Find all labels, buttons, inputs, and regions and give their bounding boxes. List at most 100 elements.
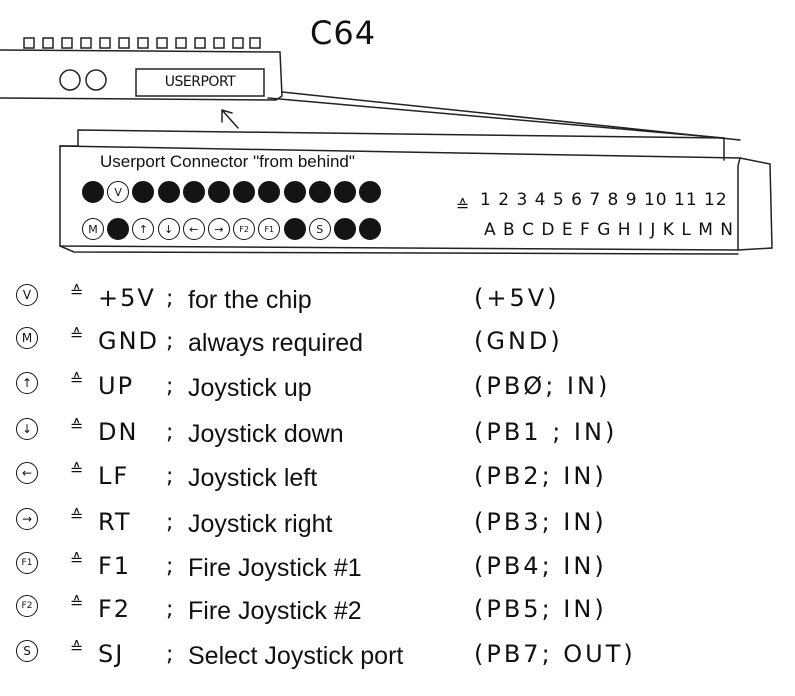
- legend-row: → ≙ RT; Joystick right (PB3; IN): [0, 504, 795, 544]
- equiv-sign-numbers: ≙: [456, 196, 470, 215]
- legend-abbr: RT: [98, 508, 132, 536]
- legend-symbol-icon: →: [16, 508, 38, 530]
- round-port-2: [85, 69, 107, 91]
- legend-equiv: ≙: [70, 506, 84, 525]
- legend-semicolon: ;: [166, 374, 174, 399]
- bottom-pin-12: [359, 218, 382, 240]
- c64-case: [0, 49, 283, 101]
- connector-caption: Userport Connector "from behind": [100, 152, 355, 171]
- legend-semicolon: ;: [166, 286, 174, 311]
- pointer-arrow: [221, 109, 239, 129]
- legend-symbol-icon: S: [16, 640, 38, 662]
- top-pin-7: [233, 181, 256, 203]
- legend-abbr: UP: [98, 372, 135, 400]
- bottom-pin-1: M: [82, 218, 104, 240]
- legend-equiv: ≙: [70, 325, 84, 344]
- legend-semicolon: ;: [166, 554, 174, 579]
- bottom-pin-4: ↓: [157, 218, 180, 240]
- legend-semicolon: ;: [166, 420, 174, 445]
- legend-semicolon: ;: [166, 329, 174, 354]
- legend-description: always required: [188, 329, 364, 357]
- legend-equiv: ≙: [70, 550, 84, 569]
- top-pin-5: [182, 181, 205, 203]
- top-pin-10: [308, 181, 331, 203]
- legend-symbol-icon: ↑: [16, 372, 38, 394]
- bottom-pin-3: ↑: [132, 218, 155, 240]
- legend-row: S ≙ SJ; Select Joystick port (PB7; OUT): [0, 636, 795, 676]
- legend-symbol-icon: F2: [16, 595, 38, 617]
- legend-semicolon: ;: [166, 597, 174, 622]
- legend-description: Fire Joystick #1: [188, 554, 362, 582]
- bottom-pin-9: [283, 218, 306, 240]
- legend-description: Fire Joystick #2: [188, 597, 362, 625]
- legend-description: Joystick down: [188, 420, 344, 448]
- legend-row: F1 ≙ F1; Fire Joystick #1 (PB4; IN): [0, 548, 795, 588]
- bottom-pin-11: [333, 218, 356, 240]
- legend-port: (PB4; IN): [474, 552, 607, 580]
- legend-semicolon: ;: [166, 642, 174, 667]
- top-pin-3: [132, 181, 155, 203]
- legend-equiv: ≙: [70, 370, 84, 389]
- legend-description: for the chip: [188, 286, 312, 314]
- pin-numbers: 1 2 3 4 5 6 7 8 9 10 11 12: [480, 190, 728, 210]
- legend-symbol-icon: M: [16, 327, 38, 349]
- legend-port: (GND): [474, 327, 563, 355]
- legend-equiv: ≙: [70, 282, 84, 301]
- legend-equiv: ≙: [70, 460, 84, 479]
- legend-port: (PB5; IN): [474, 595, 607, 623]
- legend-equiv: ≙: [70, 638, 84, 657]
- userport-label: USERPORT: [164, 74, 236, 90]
- bottom-pin-8: F1: [258, 218, 281, 240]
- legend-port: (+5V): [474, 284, 560, 312]
- legend-port: (PBØ; IN): [474, 372, 611, 400]
- legend-row: F2 ≙ F2; Fire Joystick #2 (PB5; IN): [0, 591, 795, 631]
- legend-semicolon: ;: [166, 464, 174, 489]
- bottom-pin-10: S: [308, 218, 331, 240]
- legend-row: ↓ ≙ DN; Joystick down (PB1 ; IN): [0, 414, 795, 454]
- legend-row: ← ≙ LF; Joystick left (PB2; IN): [0, 458, 795, 498]
- bottom-pin-6: →: [207, 218, 230, 240]
- legend-row: M ≙ GND; always required (GND): [0, 323, 795, 363]
- pin-row-top: V: [82, 181, 384, 203]
- userport-box: [135, 68, 265, 97]
- bottom-pin-7: F2: [233, 218, 256, 240]
- title-c64: C64: [310, 14, 377, 52]
- legend-abbr: GND: [98, 327, 160, 355]
- top-pin-2: V: [107, 181, 130, 203]
- legend-equiv: ≙: [70, 593, 84, 612]
- top-pin-9: [283, 181, 306, 203]
- legend-description: Joystick up: [188, 374, 312, 402]
- legend-symbol-icon: ←: [16, 462, 38, 484]
- legend-abbr: +5V: [98, 284, 156, 312]
- pin-letters: A B C D E F G H I J K L M N: [484, 220, 735, 240]
- legend-symbol-icon: V: [16, 284, 38, 306]
- legend-description: Joystick right: [188, 510, 333, 538]
- legend-port: (PB3; IN): [474, 508, 607, 536]
- legend-row: V ≙ +5V; for the chip (+5V): [0, 280, 795, 320]
- legend-port: (PB2; IN): [474, 462, 607, 490]
- bottom-pin-5: ←: [182, 218, 205, 240]
- legend-abbr: DN: [98, 418, 139, 446]
- legend-symbol-icon: ↓: [16, 418, 38, 440]
- top-pin-8: [258, 181, 281, 203]
- c64-keys: [23, 37, 261, 49]
- legend-semicolon: ;: [166, 510, 174, 535]
- legend-abbr: SJ: [98, 640, 125, 668]
- legend-row: ↑ ≙ UP; Joystick up (PBØ; IN): [0, 368, 795, 408]
- legend-port: (PB7; OUT): [474, 640, 636, 668]
- legend-symbol-icon: F1: [16, 552, 38, 574]
- legend-abbr: F2: [98, 595, 132, 623]
- legend-abbr: F1: [98, 552, 132, 580]
- legend-abbr: LF: [98, 462, 130, 490]
- top-pin-1: [82, 181, 104, 203]
- top-pin-11: [333, 181, 356, 203]
- top-pin-6: [207, 181, 230, 203]
- legend-description: Select Joystick port: [188, 642, 404, 670]
- legend-description: Joystick left: [188, 464, 318, 492]
- legend-equiv: ≙: [70, 416, 84, 435]
- round-port-1: [59, 69, 81, 91]
- legend-port: (PB1 ; IN): [474, 418, 618, 446]
- bottom-pin-2: [107, 218, 130, 240]
